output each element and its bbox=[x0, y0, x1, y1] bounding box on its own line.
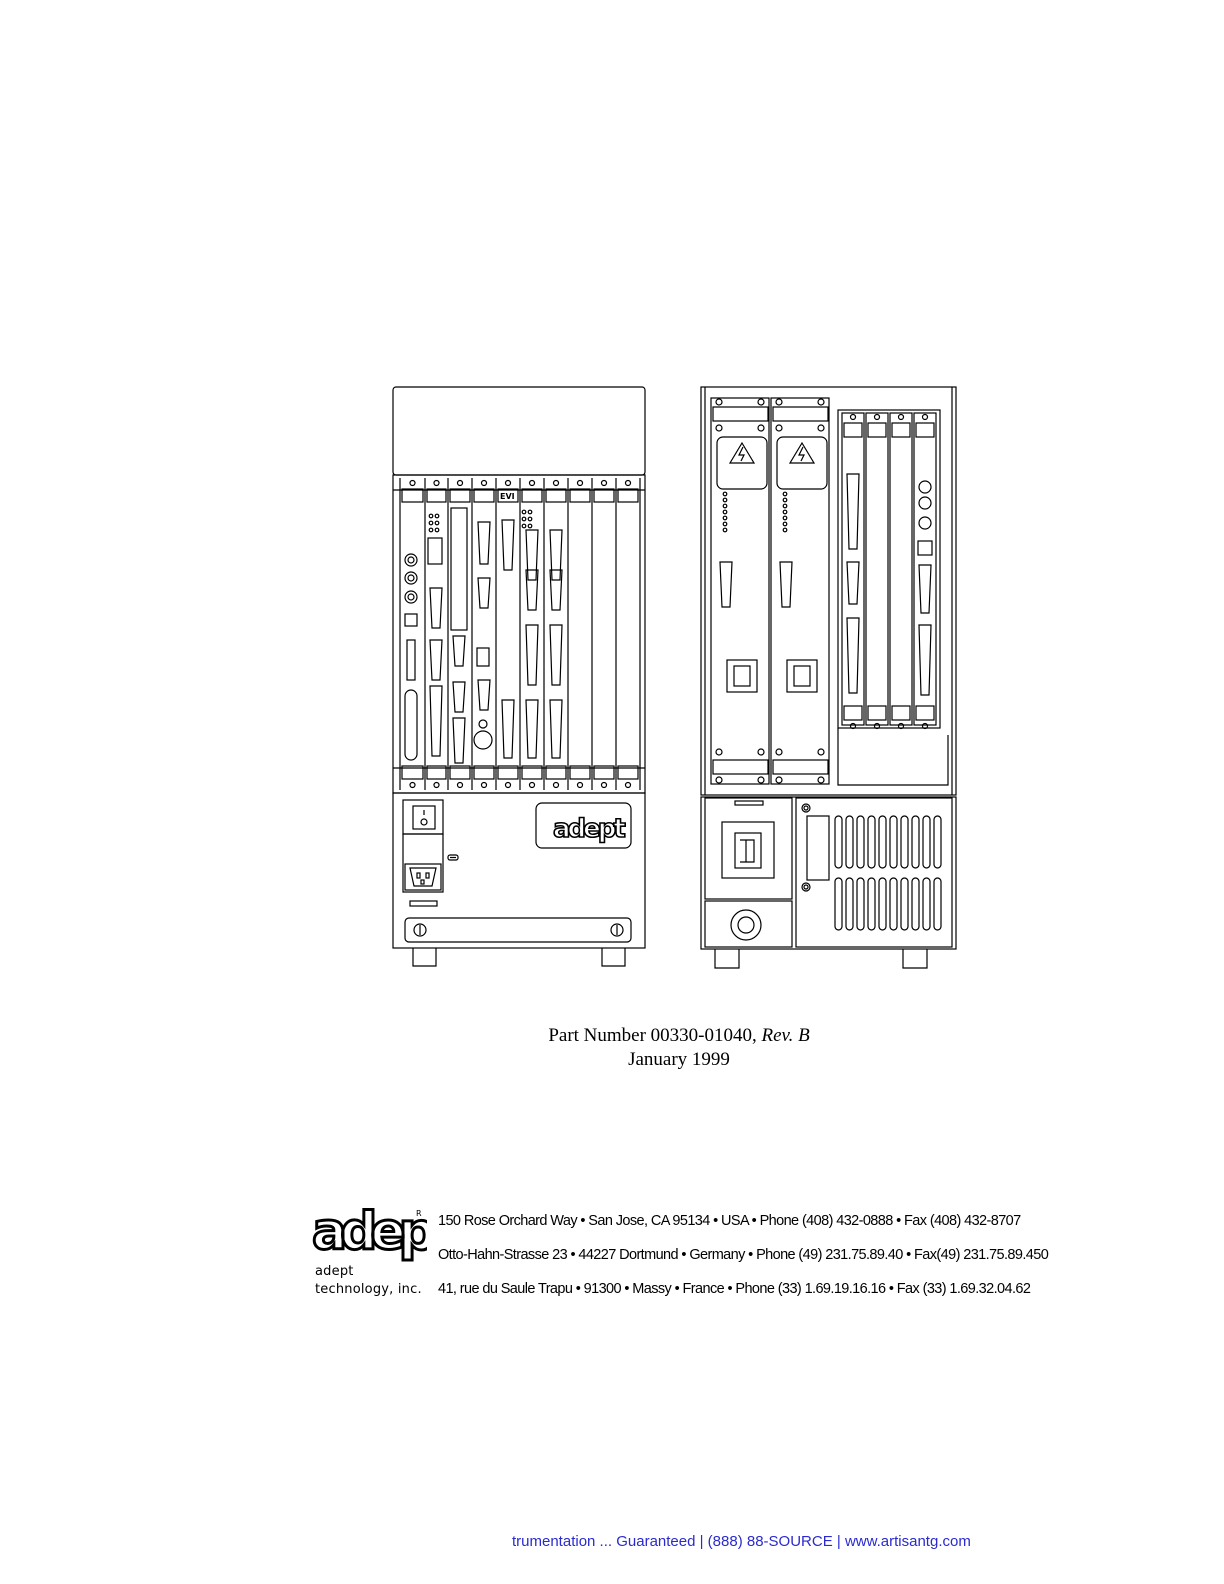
front-view-chassis bbox=[392, 386, 646, 967]
power-inlet-icon bbox=[404, 863, 442, 891]
part-number: Part Number 00330-01040, Rev. B bbox=[0, 1024, 1224, 1048]
adept-logo: adept R bbox=[312, 1205, 427, 1263]
adept-logo-text: adept bbox=[312, 1205, 427, 1262]
revision: Rev. B bbox=[761, 1025, 810, 1046]
company-name-line2: technology, inc. bbox=[315, 1282, 422, 1297]
address-germany: Otto-Hahn-Strasse 23 • 44227 Dortmund • … bbox=[438, 1247, 1049, 1263]
rear-view-chassis bbox=[700, 386, 957, 969]
front-adept-logo: adept bbox=[553, 814, 625, 844]
evi-label: EVI bbox=[500, 492, 515, 501]
warning-high-voltage-icon bbox=[776, 436, 828, 490]
source-banner: trumentation ... Guaranteed | (888) 88-S… bbox=[512, 1533, 971, 1550]
power-switch-icon bbox=[402, 799, 444, 835]
controller-illustration: EVI adept bbox=[392, 386, 957, 969]
address-france: 41, rue du Saule Trapu • 91300 • Massy •… bbox=[438, 1281, 1031, 1297]
registered-mark: R bbox=[416, 1209, 422, 1218]
fuse-icon bbox=[447, 854, 459, 861]
address-usa: 150 Rose Orchard Way • San Jose, CA 9513… bbox=[438, 1213, 1021, 1229]
part-number-prefix: Part Number 00330-01040, bbox=[548, 1025, 762, 1046]
company-name-line1: adept bbox=[315, 1264, 354, 1279]
publication-date: January 1999 bbox=[628, 1049, 730, 1070]
warning-high-voltage-icon bbox=[716, 436, 768, 490]
